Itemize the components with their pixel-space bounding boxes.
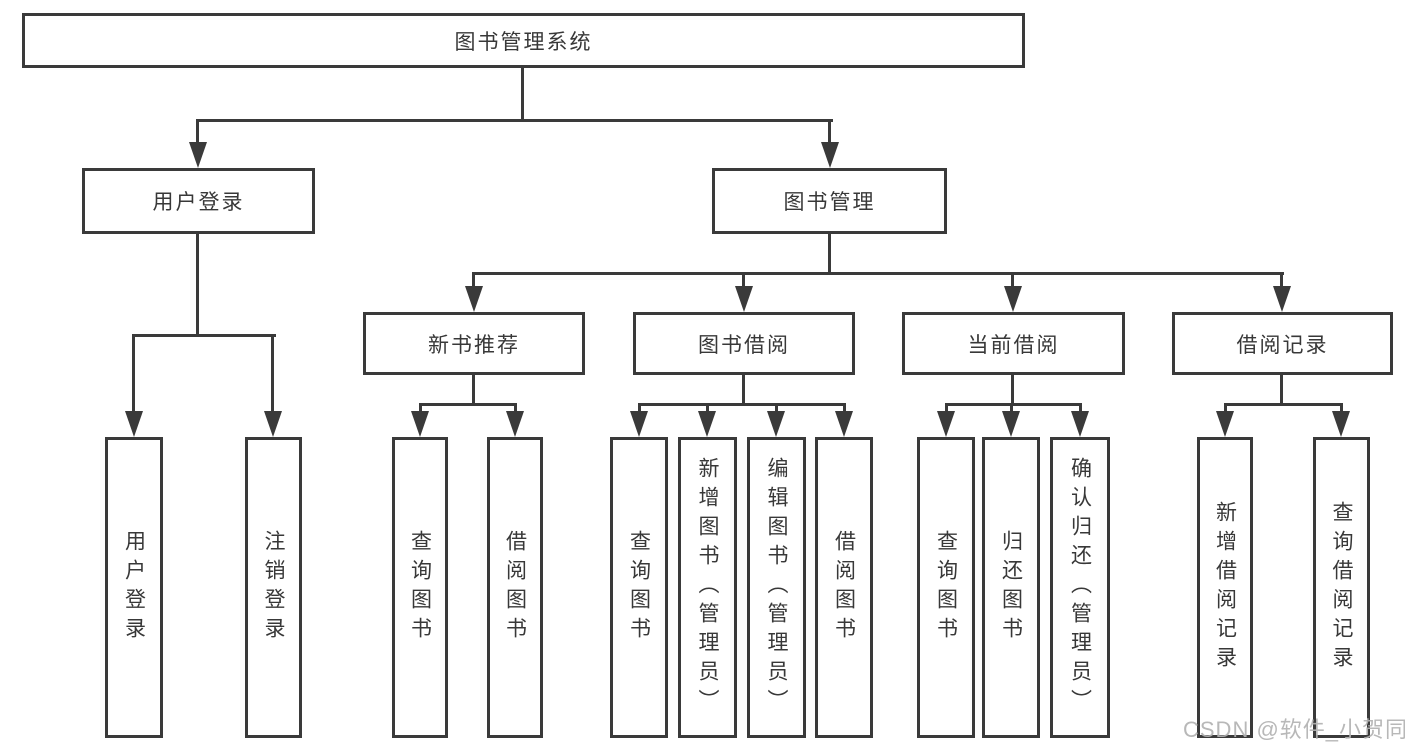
connector-drop-leaf-logout (271, 334, 274, 413)
node-current-borrow: 当前借阅 (902, 312, 1125, 375)
connector-drop-book-management (828, 119, 831, 144)
arrow-user-login (189, 142, 207, 168)
node-book-borrow-label: 图书借阅 (698, 333, 790, 357)
arrow-cb-query (937, 411, 955, 437)
leaf-current-return-book: 归还图书 (982, 437, 1040, 738)
connector-recommend-rail (419, 403, 517, 406)
node-borrow-record-label: 借阅记录 (1236, 333, 1329, 357)
node-book-management: 图书管理 (712, 168, 947, 234)
leaf-current-confirm-return: 确认归还（管理员） (1050, 437, 1110, 738)
connector-drop-borrow-record (1280, 272, 1283, 290)
connector-borrow-record-stem (1280, 373, 1283, 406)
node-new-book-recommend-label: 新书推荐 (428, 333, 520, 357)
connector-borrow-record-rail (1224, 403, 1343, 406)
leaf-recommend-query-book-label: 查询图书 (408, 529, 432, 646)
connector-book-management-stem (828, 232, 831, 275)
connector-current-borrow-rail (945, 403, 1082, 406)
connector-drop-bb-borrow (843, 403, 846, 415)
connector-drop-user-login (196, 119, 199, 144)
connector-drop-bb-add (706, 403, 709, 415)
leaf-record-add-record-label: 新增借阅记录 (1213, 500, 1237, 675)
leaf-user-login: 用户登录 (105, 437, 163, 738)
node-new-book-recommend: 新书推荐 (363, 312, 585, 375)
node-borrow-record: 借阅记录 (1172, 312, 1393, 375)
connector-drop-cb-return (1010, 403, 1013, 415)
connector-book-borrow-stem (742, 373, 745, 406)
connector-drop-bb-query (638, 403, 641, 415)
arrow-leaf-user-login (125, 411, 143, 437)
leaf-recommend-borrow-book-label: 借阅图书 (503, 529, 527, 646)
leaf-borrow-edit-book-label: 编辑图书（管理员） (765, 457, 788, 718)
connector-drop-current-borrow (1011, 272, 1014, 290)
connector-drop-leaf-user-login (132, 334, 135, 413)
leaf-current-confirm-return-label: 确认归还（管理员） (1068, 457, 1092, 718)
connector-recommend-stem (472, 373, 475, 406)
connector-drop-new-book-recommend (472, 272, 475, 290)
connector-drop-br-query (1340, 403, 1343, 415)
arrow-br-add (1216, 411, 1234, 437)
arrow-new-book-recommend (465, 286, 483, 312)
arrow-rec-borrow (506, 411, 524, 437)
connector-user-login-stem (196, 232, 199, 336)
leaf-borrow-add-book: 新增图书（管理员） (678, 437, 737, 738)
arrow-cb-return (1002, 411, 1020, 437)
arrow-cb-confirm (1071, 411, 1089, 437)
arrow-leaf-logout (264, 411, 282, 437)
leaf-record-query-record-label: 查询借阅记录 (1330, 500, 1353, 675)
connector-drop-rec-query (419, 403, 422, 415)
connector-drop-cb-confirm (1079, 403, 1082, 415)
node-book-management-label: 图书管理 (783, 191, 876, 214)
node-root-label: 图书管理系统 (454, 30, 593, 54)
leaf-user-login-label: 用户登录 (122, 529, 146, 646)
leaf-record-query-record: 查询借阅记录 (1313, 437, 1370, 738)
connector-book-management-rail (472, 272, 1284, 275)
leaf-borrow-edit-book: 编辑图书（管理员） (747, 437, 806, 738)
connector-drop-book-borrow (742, 272, 745, 290)
arrow-borrow-record (1273, 286, 1291, 312)
connector-drop-rec-borrow (514, 403, 517, 415)
node-user-login-label: 用户登录 (152, 191, 245, 214)
connector-root-rail (196, 119, 833, 122)
leaf-current-query-book-label: 查询图书 (934, 529, 958, 646)
leaf-current-query-book: 查询图书 (917, 437, 975, 738)
arrow-bb-add (698, 411, 716, 437)
arrow-current-borrow (1004, 286, 1022, 312)
leaf-logout: 注销登录 (245, 437, 302, 738)
csdn-watermark: CSDN @软件_小贺同学 (1183, 717, 1405, 742)
node-current-borrow-label: 当前借阅 (967, 333, 1060, 357)
connector-drop-br-add (1224, 403, 1227, 415)
arrow-book-borrow (735, 286, 753, 312)
arrow-br-query (1332, 411, 1350, 437)
node-root: 图书管理系统 (22, 13, 1025, 68)
leaf-borrow-borrow-book: 借阅图书 (815, 437, 873, 738)
leaf-current-return-book-label: 归还图书 (999, 529, 1023, 646)
leaf-recommend-borrow-book: 借阅图书 (487, 437, 543, 738)
node-user-login: 用户登录 (82, 168, 315, 234)
connector-root-stem (521, 67, 524, 120)
leaf-record-add-record: 新增借阅记录 (1197, 437, 1253, 738)
connector-current-borrow-stem (1011, 373, 1014, 406)
connector-drop-bb-edit (775, 403, 778, 415)
arrow-bb-borrow (835, 411, 853, 437)
leaf-borrow-add-book-label: 新增图书（管理员） (696, 457, 719, 718)
connector-user-login-rail (133, 334, 276, 337)
arrow-book-management (821, 142, 839, 168)
leaf-borrow-query-book: 查询图书 (610, 437, 668, 738)
arrow-bb-query (630, 411, 648, 437)
arrow-rec-query (411, 411, 429, 437)
arrow-bb-edit (767, 411, 785, 437)
leaf-recommend-query-book: 查询图书 (392, 437, 448, 738)
node-book-borrow: 图书借阅 (633, 312, 855, 375)
connector-drop-cb-query (945, 403, 948, 415)
connector-book-borrow-rail (638, 403, 846, 406)
leaf-logout-label: 注销登录 (262, 529, 285, 646)
leaf-borrow-query-book-label: 查询图书 (627, 529, 651, 646)
leaf-borrow-borrow-book-label: 借阅图书 (832, 529, 856, 646)
